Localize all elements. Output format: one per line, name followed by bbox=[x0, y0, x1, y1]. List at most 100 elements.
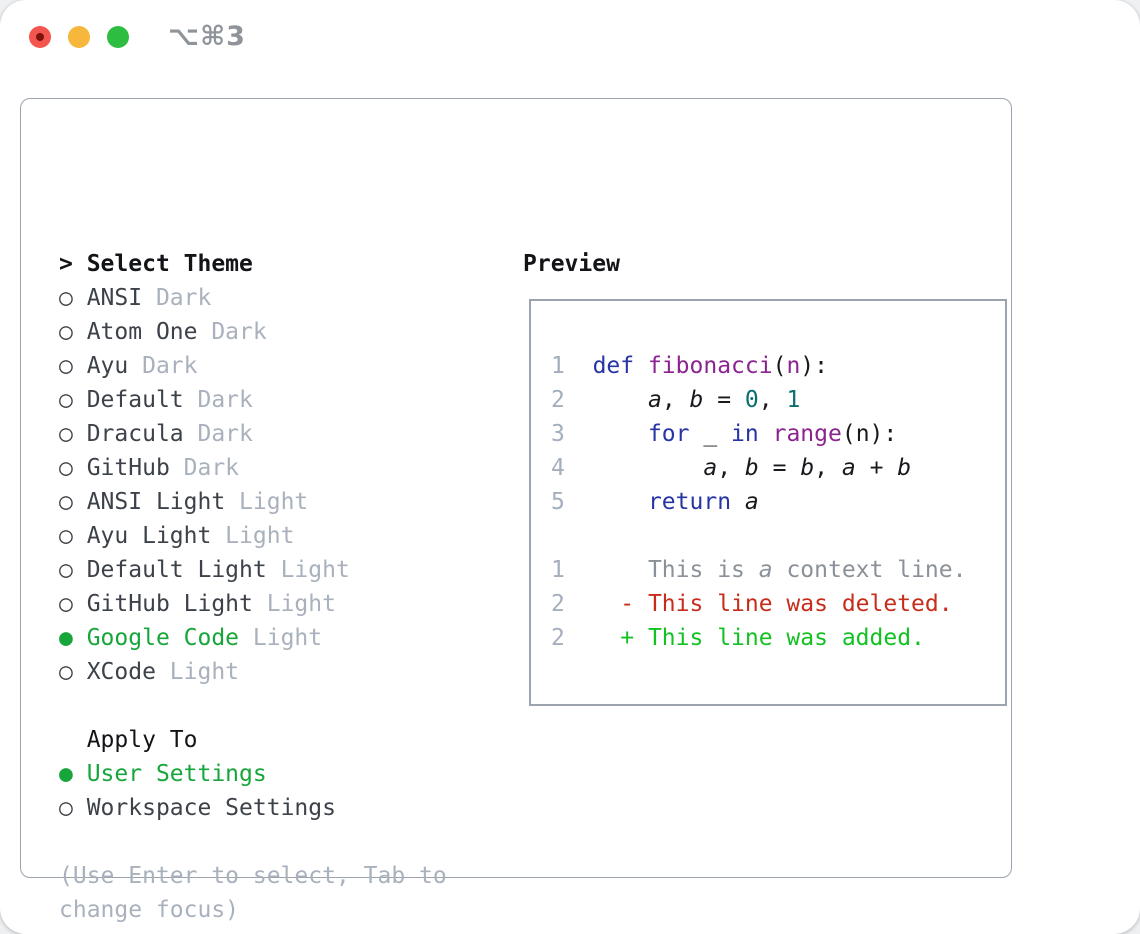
theme-list-title: Select Theme bbox=[86, 251, 253, 277]
theme-item-dracula-dark[interactable]: ○ Dracula Dark bbox=[59, 417, 447, 451]
code-token bbox=[593, 421, 648, 447]
apply-option-workspace-settings[interactable]: ○ Workspace Settings bbox=[59, 791, 447, 825]
theme-variant: Light bbox=[239, 625, 323, 651]
code-token: ): bbox=[800, 353, 828, 379]
code-token: ( bbox=[772, 353, 787, 379]
theme-item-default-dark[interactable]: ○ Default Dark bbox=[59, 383, 447, 417]
radio-unselected-icon: ○ bbox=[59, 353, 87, 379]
theme-variant: Dark bbox=[197, 319, 267, 345]
zoom-button[interactable] bbox=[107, 26, 129, 48]
theme-variant: Light bbox=[211, 523, 295, 549]
code-token: = bbox=[703, 387, 745, 413]
code-token: a bbox=[841, 455, 856, 481]
theme-name: ANSI bbox=[86, 285, 143, 311]
minimize-button[interactable] bbox=[68, 26, 90, 48]
radio-unselected-icon: ○ bbox=[59, 659, 87, 685]
code-token: 0 bbox=[744, 387, 759, 413]
help-text-line-2: change focus) bbox=[59, 893, 447, 927]
apply-option-label: User Settings bbox=[86, 761, 267, 787]
theme-item-ayu-light-light[interactable]: ○ Ayu Light Light bbox=[59, 519, 447, 553]
theme-item-xcode-light[interactable]: ○ XCode Light bbox=[59, 655, 447, 689]
theme-variant: Light bbox=[155, 659, 240, 685]
code-token bbox=[593, 387, 648, 413]
line-number: 2 bbox=[551, 591, 565, 617]
code-line-2: 2 a, b = 0, 1 bbox=[551, 383, 966, 417]
code-line-3: 3 for _ in range(n): bbox=[551, 417, 966, 451]
theme-item-ayu-dark[interactable]: ○ Ayu Dark bbox=[59, 349, 447, 383]
code-token: range bbox=[772, 421, 842, 447]
theme-item-ansi-dark[interactable]: ○ ANSI Dark bbox=[59, 281, 447, 315]
spacer bbox=[59, 825, 447, 859]
spacer bbox=[59, 689, 447, 723]
line-number: 3 bbox=[551, 421, 565, 447]
code-token: a bbox=[758, 557, 773, 583]
radio-unselected-icon: ○ bbox=[59, 285, 87, 311]
line-number: 1 bbox=[551, 353, 565, 379]
code-token: def bbox=[592, 353, 648, 379]
theme-name: Atom One bbox=[86, 319, 198, 345]
theme-name: Ayu bbox=[86, 353, 129, 379]
theme-name: Dracula bbox=[86, 421, 184, 447]
radio-unselected-icon: ○ bbox=[59, 421, 87, 447]
code-token: , bbox=[717, 455, 745, 481]
theme-variant: Light bbox=[266, 557, 350, 583]
main-panel: > Select Theme○ ANSI Dark○ Atom One Dark… bbox=[20, 98, 1012, 923]
apply-to-header: Apply To bbox=[59, 723, 447, 757]
code-token: , bbox=[661, 387, 690, 413]
apply-option-user-settings[interactable]: ● User Settings bbox=[59, 757, 447, 791]
radio-unselected-icon: ○ bbox=[59, 557, 87, 583]
theme-name: Default bbox=[86, 387, 184, 413]
theme-variant: Dark bbox=[128, 353, 198, 379]
theme-list-header: > Select Theme bbox=[59, 247, 447, 281]
code-token bbox=[759, 421, 773, 447]
code-token bbox=[593, 489, 648, 515]
blank-line bbox=[551, 519, 966, 553]
apply-to-title: Apply To bbox=[59, 727, 198, 753]
code-token: _ bbox=[689, 421, 732, 447]
theme-item-google-code-light[interactable]: ● Google Code Light bbox=[59, 621, 447, 655]
code-line-1: 1 def fibonacci(n): bbox=[551, 349, 966, 383]
theme-item-github-dark[interactable]: ○ GitHub Dark bbox=[59, 451, 447, 485]
code-line-5: 5 return a bbox=[551, 485, 966, 519]
theme-item-github-light-light[interactable]: ○ GitHub Light Light bbox=[59, 587, 447, 621]
theme-variant: Dark bbox=[169, 455, 240, 481]
line-number: 5 bbox=[551, 489, 565, 515]
radio-unselected-icon: ○ bbox=[59, 795, 87, 821]
code-token: context line. bbox=[772, 557, 967, 583]
line-number: 4 bbox=[551, 455, 565, 481]
code-token: + bbox=[855, 455, 898, 481]
theme-item-ansi-light-light[interactable]: ○ ANSI Light Light bbox=[59, 485, 447, 519]
code-token: = bbox=[758, 455, 801, 481]
close-button[interactable] bbox=[29, 26, 51, 48]
code-token: b bbox=[897, 455, 912, 481]
code-token: + This line was added. bbox=[620, 625, 925, 651]
radio-unselected-icon: ○ bbox=[59, 319, 87, 345]
theme-name: GitHub Light bbox=[86, 591, 253, 617]
code-token: This is bbox=[647, 557, 759, 583]
code-token: - This line was deleted. bbox=[620, 591, 953, 617]
theme-item-default-light-light[interactable]: ○ Default Light Light bbox=[59, 553, 447, 587]
code-token: a bbox=[744, 489, 759, 515]
code-token bbox=[731, 489, 745, 515]
theme-item-atom-one-dark[interactable]: ○ Atom One Dark bbox=[59, 315, 447, 349]
code-token bbox=[593, 557, 648, 583]
apply-option-label: Workspace Settings bbox=[86, 795, 336, 821]
preview-label: Preview bbox=[523, 251, 620, 277]
code-token bbox=[593, 455, 704, 481]
diff-deleted-line: 2 - This line was deleted. bbox=[551, 587, 966, 621]
radio-unselected-icon: ○ bbox=[59, 523, 87, 549]
code-token: 1 bbox=[786, 387, 801, 413]
theme-name: XCode bbox=[86, 659, 156, 685]
line-number: 2 bbox=[551, 387, 565, 413]
code-token: a bbox=[647, 387, 662, 413]
code-token: , bbox=[814, 455, 842, 481]
code-token: return bbox=[647, 489, 732, 515]
code-line-4: 4 a, b = b, a + b bbox=[551, 451, 966, 485]
theme-name: Ayu Light bbox=[86, 523, 212, 549]
theme-name: GitHub bbox=[86, 455, 170, 481]
code-token: fibonacci bbox=[647, 353, 773, 379]
diff-added-line: 2 + This line was added. bbox=[551, 621, 966, 655]
window-title: ⌥⌘3 bbox=[168, 21, 246, 52]
